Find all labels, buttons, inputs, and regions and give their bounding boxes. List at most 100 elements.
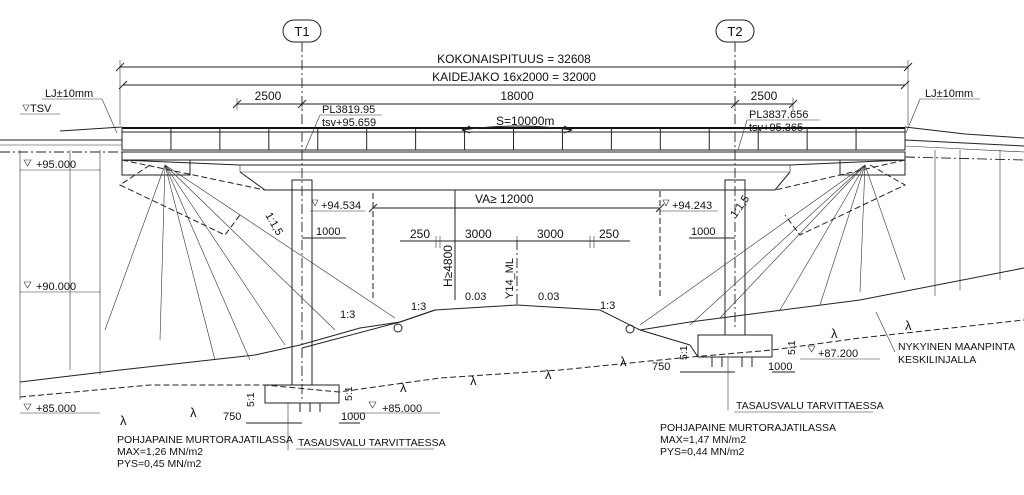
tsv-marker: TSV — [20, 103, 60, 115]
right-footing-width: 750 — [652, 361, 670, 373]
support-levels: +94.534 +94.243 — [310, 199, 718, 212]
expansion-right: LJ±10mm — [905, 88, 980, 134]
right-bearing-notes: POHJAPAINE MURTORAJATILASSA MAX=1,47 MN/… — [660, 422, 836, 458]
left-footing-ratio: 5:1 — [245, 392, 257, 407]
right-span-label: 2500 — [751, 89, 778, 103]
axis-t2: T2 — [715, 19, 755, 330]
ground-marker: λ — [831, 326, 838, 341]
left-embankment-slope: 1:3 — [340, 309, 355, 321]
right-footing-annotations: +87.200 750 1000 5:1 5:1 TASAUSVALU TARV… — [652, 340, 884, 413]
right-notes-max: MAX=1,47 MN/m2 — [660, 434, 746, 446]
right-footing-level: +87.200 — [818, 348, 858, 360]
left-footing-ratio-b: 5:1 — [343, 386, 355, 401]
ground-marker: λ — [400, 380, 407, 395]
ground-marker: λ — [545, 367, 552, 382]
left-pier-offset: 1000 — [316, 226, 340, 238]
shoulder-right-label: 250 — [599, 227, 619, 241]
shoulder-left-label: 250 — [410, 227, 430, 241]
abutment-fan-line — [719, 164, 866, 319]
vertical-curve: S=10000m — [461, 114, 573, 134]
embankment-profile — [19, 267, 1024, 383]
station-left-label: PL3819.95 — [322, 104, 375, 116]
crossfall-left: 0.03 — [465, 291, 486, 303]
right-footing-edge: 1000 — [768, 361, 792, 373]
level-95-label: +95.000 — [36, 159, 76, 171]
abutment-fan-line — [164, 164, 396, 319]
station-right-label: PL3837.656 — [749, 109, 808, 121]
abutment-fan-line — [164, 164, 336, 331]
bridge-deck — [121, 151, 906, 191]
abutment-fan-line — [859, 164, 866, 293]
left-boundary — [19, 150, 1001, 400]
axis-t1: T1 — [282, 19, 322, 400]
level-scale-left: +95.000 +90.000 +85.000 — [20, 159, 100, 415]
right-notes-pys: PYS=0,44 MN/m2 — [660, 446, 744, 458]
railing — [121, 127, 906, 151]
left-footing-level: +85.000 — [382, 403, 422, 415]
road-label: Y14_ML — [504, 258, 516, 299]
abutment-fan-line — [689, 164, 866, 326]
expansion-right-label: LJ±10mm — [925, 88, 973, 100]
pier-offsets: 1000 1000 — [302, 226, 735, 239]
station-left: PL3819.95 tsv+95.659 — [304, 104, 382, 151]
left-span-label: 2500 — [255, 89, 282, 103]
right-notes-heading: POHJAPAINE MURTORAJATILASSA — [660, 422, 836, 434]
left-footing-width: 750 — [223, 411, 241, 423]
right-footing-ratio-b: 5:1 — [786, 340, 798, 355]
expansion-left: LJ±10mm — [42, 88, 118, 134]
left-bearing-notes: POHJAPAINE MURTORAJATILASSA MAX=1,26 MN/… — [117, 434, 293, 470]
right-abutment — [639, 159, 907, 326]
abutment-fan-line — [159, 164, 166, 341]
clearance-box: VA≥ 12000 H≥4800 Y14_ML — [368, 189, 665, 305]
left-support-level: +94.534 — [321, 200, 361, 212]
ground-marker: λ — [120, 413, 127, 428]
abutment-fan-line — [164, 164, 286, 346]
right-support-level: +94.243 — [672, 200, 712, 212]
lane-left-label: 3000 — [465, 227, 492, 241]
left-notes-max: MAX=1,26 MN/m2 — [117, 446, 203, 458]
ground-markers: λ λ λ λ λ λ λ λ — [120, 318, 912, 428]
right-footing-ratio: 5:1 — [678, 345, 690, 360]
total-length-label: KOKONAISPITUUS = 32608 — [437, 52, 591, 66]
ground-label-line1: NYKYINEN MAANPINTA — [898, 341, 1015, 353]
pier-t2 — [697, 179, 773, 358]
crossfall-right: 0.03 — [538, 291, 559, 303]
ground-label-line2: KESKILINJALLA — [898, 354, 976, 366]
abutment-fan-line — [104, 164, 166, 331]
road-approaches — [0, 126, 1024, 161]
abutment-fan-line — [864, 164, 906, 281]
abutment-fan-line — [164, 164, 251, 361]
abutment-fan-line — [639, 164, 866, 326]
abutment-fan-line — [819, 164, 866, 306]
ground-marker: λ — [620, 354, 627, 369]
station-right-level: tsv+95.365 — [749, 122, 803, 134]
pier-t1 — [264, 179, 340, 404]
main-span-label: 18000 — [500, 89, 534, 103]
lane-dimensions: 250 3000 3000 250 — [400, 227, 630, 248]
railing-division-label: KAIDEJAKO 16x2000 = 32000 — [432, 70, 596, 84]
tsv-label: TSV — [30, 103, 52, 115]
ground-marker: λ — [905, 318, 912, 333]
dimension-total-length: KOKONAISPITUUS = 32608 — [115, 52, 913, 125]
expansion-left-label: LJ±10mm — [45, 88, 93, 100]
right-pier-slope: 1:1,5 — [728, 193, 752, 220]
right-ditch-slope: 1:3 — [600, 300, 615, 312]
axis-t1-label: T1 — [294, 24, 309, 39]
axis-t2-label: T2 — [727, 24, 742, 39]
curve-label: S=10000m — [496, 114, 554, 128]
ground-marker: λ — [470, 373, 477, 388]
footing-piles — [299, 357, 753, 412]
left-notes-heading: POHJAPAINE MURTORAJATILASSA — [117, 434, 293, 446]
abutment-fan-line — [779, 164, 866, 311]
left-tasausvalu: TASAUSVALU TARVITTAESSA — [298, 437, 446, 449]
clear-width-label: VA≥ 12000 — [475, 192, 534, 206]
right-tasausvalu: TASAUSVALU TARVITTAESSA — [736, 400, 884, 412]
left-ditch-slope: 1:3 — [411, 301, 426, 313]
right-pier-offset: 1000 — [691, 226, 715, 238]
level-85-label: +85.000 — [36, 403, 76, 415]
abutment-fan-line — [164, 164, 216, 361]
existing-ground — [19, 319, 1024, 398]
left-footing-annotations: +85.000 750 1000 5:1 5:1 TASAUSVALU TARV… — [223, 386, 446, 450]
ground-marker: λ — [190, 405, 197, 420]
